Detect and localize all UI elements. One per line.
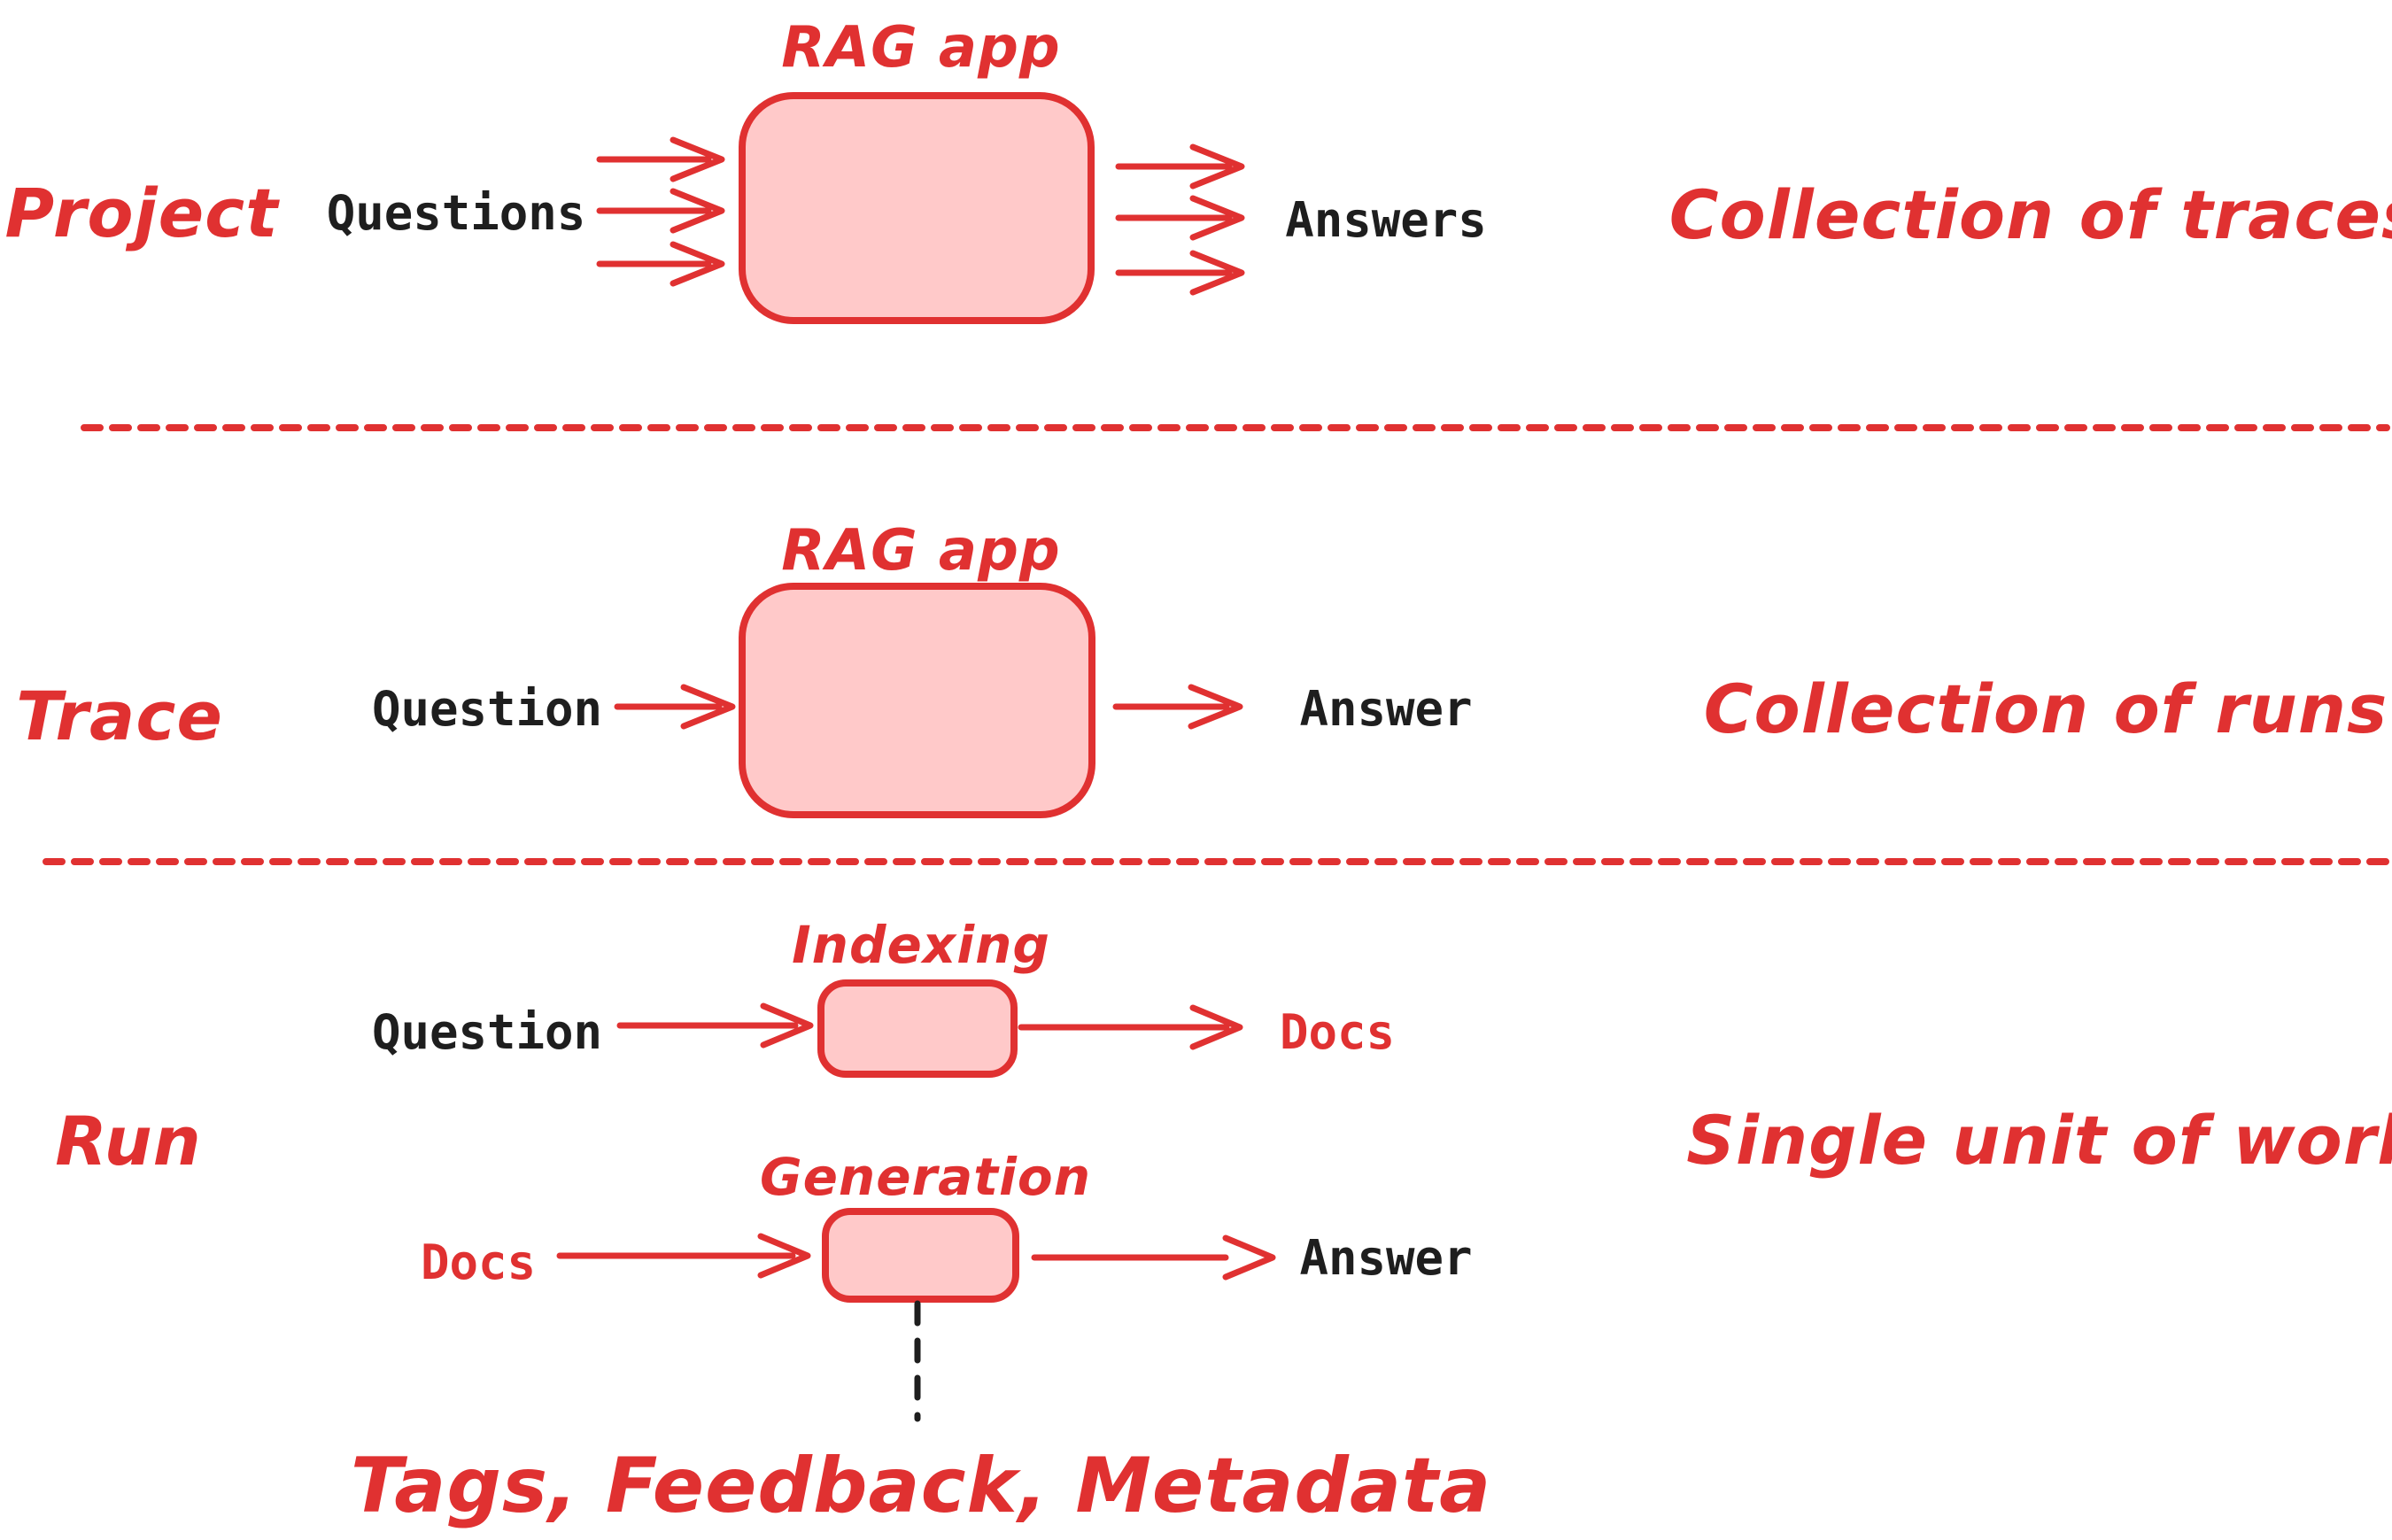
project-output-label: Answers — [1285, 191, 1487, 248]
run-section-label: Run — [55, 1101, 202, 1180]
project-input-arrows — [596, 136, 725, 287]
run-generation-input-label: Docs — [420, 1234, 537, 1290]
trace-output-label: Answer — [1299, 680, 1473, 737]
run-indexing-input-arrow — [616, 1002, 814, 1049]
run-generation-box — [822, 1208, 1019, 1303]
run-generation-box-label: Generation — [759, 1147, 1092, 1207]
run-caption: Single unit of work — [1686, 1100, 2392, 1180]
project-input-label: Questions — [326, 184, 586, 241]
project-caption: Collection of traces — [1668, 174, 2392, 254]
run-generation-input-arrow — [556, 1233, 811, 1279]
run-indexing-box-label: Indexing — [792, 915, 1050, 975]
trace-output-arrow — [1112, 684, 1243, 730]
trace-section-label: Trace — [16, 676, 223, 755]
run-generation-output-arrow — [1031, 1234, 1276, 1281]
trace-input-arrow — [614, 684, 736, 730]
run-indexing-box — [817, 979, 1018, 1078]
project-rag-app-box — [739, 92, 1095, 324]
run-indexing-output-arrow — [1018, 1004, 1243, 1050]
project-box-label: RAG app — [781, 15, 1061, 81]
run-indexing-input-label: Question — [371, 1003, 603, 1060]
project-section-label: Project — [4, 173, 279, 252]
trace-rag-app-box — [739, 583, 1095, 818]
run-annotation-label: Tags, Feedback, Metadata — [350, 1442, 1492, 1530]
trace-input-label: Question — [371, 680, 603, 737]
run-indexing-output-label: Docs — [1279, 1003, 1396, 1060]
run-generation-output-label: Answer — [1299, 1229, 1473, 1286]
trace-box-label: RAG app — [781, 518, 1061, 584]
project-output-arrows — [1115, 143, 1245, 296]
trace-caption: Collection of runs — [1703, 669, 2388, 748]
